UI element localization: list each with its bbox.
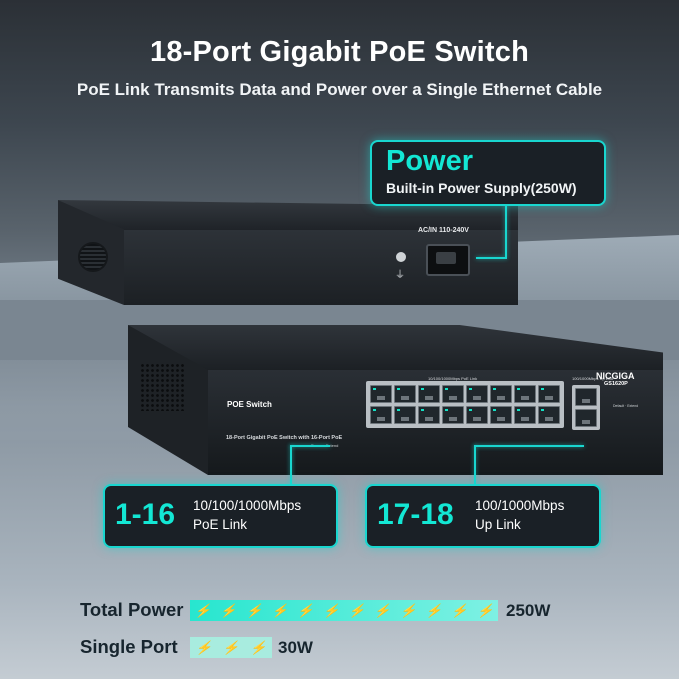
switch-rear-view: AC/IN 110-240V ⏚ <box>58 200 518 305</box>
port-led-icon <box>421 409 424 411</box>
port-led-icon <box>373 409 376 411</box>
lightning-icon: ⚡ <box>195 640 212 655</box>
port-led-icon <box>517 388 520 390</box>
panel-description: 18-Port Gigabit PoE Switch with 16-Port … <box>226 435 343 441</box>
poe-leader-line-h <box>290 445 330 447</box>
port-led-icon <box>493 409 496 411</box>
poe-port <box>394 406 416 424</box>
single-port-bar: ⚡ ⚡ ⚡ <box>190 637 272 658</box>
poe-port <box>418 406 440 424</box>
lightning-icon: ⚡ <box>271 603 288 618</box>
uplink-leader-line-h <box>474 445 584 447</box>
port-led-icon <box>373 388 376 390</box>
model-number: GS1620P <box>604 381 628 387</box>
uplink-leader-line <box>474 445 476 485</box>
poe-port <box>418 385 440 403</box>
poe-port <box>466 406 488 424</box>
uplink-port <box>575 409 597 427</box>
port-led-icon <box>445 409 448 411</box>
poe-port <box>490 385 512 403</box>
poe-port <box>370 385 392 403</box>
lightning-icon: ⚡ <box>348 603 365 618</box>
power-socket-icon <box>426 244 470 276</box>
poe-port <box>538 406 560 424</box>
poe-port <box>370 406 392 424</box>
ground-screw-icon <box>396 252 406 262</box>
poe-port <box>538 385 560 403</box>
total-power-value: 250W <box>506 601 551 620</box>
poe-port <box>514 385 536 403</box>
port-led-icon <box>469 388 472 390</box>
page-title: 18-Port Gigabit PoE Switch <box>149 36 530 68</box>
port-led-icon <box>541 409 544 411</box>
power-callout-heading: Power <box>386 145 474 177</box>
port-led-icon <box>493 388 496 390</box>
power-leader-line-h <box>476 257 507 259</box>
panel-model-label: POE Switch <box>227 400 272 409</box>
poe-port <box>466 385 488 403</box>
power-leader-line <box>505 185 507 257</box>
poe-ports-range: 1-16 <box>115 498 176 531</box>
port-led-icon <box>397 388 400 390</box>
uplink-port <box>575 388 597 406</box>
port-led-icon <box>541 388 544 390</box>
lightning-icon: ⚡ <box>220 603 237 618</box>
power-callout-detail: Built-in Power Supply(250W) <box>386 180 577 196</box>
poe-leader-line <box>290 445 292 485</box>
poe-ports-type: PoE Link <box>193 517 248 532</box>
total-power-label: Total Power <box>80 599 184 620</box>
poe-port <box>394 385 416 403</box>
uplink-ports-speed: 100/1000Mbps <box>475 498 565 513</box>
lightning-icon: ⚡ <box>297 603 314 618</box>
uplink-ports-callout: 17-18 100/1000Mbps Up Link <box>365 484 601 548</box>
ac-input-label: AC/IN 110-240V <box>418 227 469 234</box>
single-port-value: 30W <box>278 638 313 657</box>
fan-vent-icon <box>78 242 108 272</box>
uplink-ports-range: 17-18 <box>377 498 454 531</box>
lightning-icon: ⚡ <box>250 640 267 655</box>
floor-surface <box>0 440 679 679</box>
lightning-icon: ⚡ <box>425 603 442 618</box>
lightning-icon: ⚡ <box>374 603 391 618</box>
lightning-icon: ⚡ <box>399 603 417 618</box>
panel-uplink-label: 100/1000Mbps Up Link <box>572 376 614 381</box>
poe-ports-speed: 10/100/1000Mbps <box>193 498 302 513</box>
panel-speed-label: 10/100/1000Mbps PoE Link <box>428 376 478 381</box>
lightning-icon: ⚡ <box>222 640 240 655</box>
port-led-icon <box>421 388 424 390</box>
poe-port-block <box>366 381 564 428</box>
uplink-port-block <box>572 385 600 430</box>
poe-port <box>490 406 512 424</box>
single-port-label: Single Port <box>80 636 178 657</box>
switch-front-top <box>128 325 663 375</box>
panel-right-labels: Default · Extend <box>613 404 639 408</box>
port-led-icon <box>445 388 448 390</box>
brand-logo: NICGIGA <box>596 371 635 381</box>
poe-ports-callout: 1-16 10/100/1000Mbps PoE Link <box>103 484 338 548</box>
side-vent-icon <box>140 363 184 411</box>
lightning-icon: ⚡ <box>323 603 340 618</box>
port-led-icon <box>517 409 520 411</box>
poe-port <box>442 385 464 403</box>
poe-port <box>442 406 464 424</box>
page-subtitle: PoE Link Transmits Data and Power over a… <box>76 80 603 99</box>
switch-front-view: POE Switch 18-Port Gigabit PoE Switch wi… <box>128 325 663 475</box>
poe-port <box>514 406 536 424</box>
port-led-icon <box>469 409 472 411</box>
total-power-bar: ⚡ ⚡ ⚡ ⚡ ⚡ ⚡ ⚡ ⚡ ⚡ ⚡ ⚡ ⚡ <box>190 600 498 621</box>
power-callout: Power Built-in Power Supply(250W) <box>370 140 606 206</box>
uplink-ports-type: Up Link <box>475 517 521 532</box>
port-led-icon <box>397 409 400 411</box>
lightning-icon: ⚡ <box>194 603 211 618</box>
ground-symbol-icon: ⏚ <box>395 270 405 281</box>
lightning-icon: ⚡ <box>451 603 468 618</box>
lightning-icon: ⚡ <box>246 603 263 618</box>
lightning-icon: ⚡ <box>476 603 494 618</box>
